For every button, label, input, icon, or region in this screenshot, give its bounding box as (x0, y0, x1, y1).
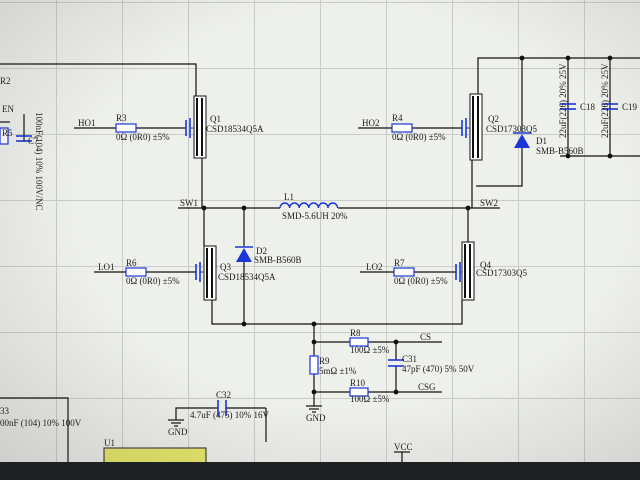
net-label-en: EN (2, 104, 14, 114)
resistor-r4[interactable] (391, 123, 413, 133)
q2-value: CSD17303Q5 (486, 124, 538, 134)
junctions (201, 55, 613, 395)
r3-ref: R3 (116, 113, 127, 123)
r2-ref-partial: R2 (0, 76, 11, 86)
net-label-lo2: LO2 (366, 262, 383, 272)
q2-ref: Q2 (488, 114, 499, 124)
resistor-r7[interactable] (393, 267, 415, 277)
c19-value: 22uF(226) 20% 25V (600, 63, 610, 138)
diode-d2[interactable] (235, 246, 253, 262)
net-label-sw1: SW1 (180, 198, 198, 208)
q4-ref: Q4 (480, 260, 491, 270)
net-label-gnd-main: GND (306, 413, 326, 423)
r4-value: 0Ω (0R0) ±5% (392, 132, 446, 142)
net-label-gnd-c32: GND (168, 427, 188, 437)
l1-value: SMD-5.6UH 20% (282, 211, 348, 221)
c19-ref: C19 (622, 102, 638, 112)
mosfet-q3[interactable] (195, 245, 217, 301)
c32-value: 4.7uF (475) 10% 16V (190, 410, 269, 420)
capacitors (16, 103, 618, 416)
r10-value: 100Ω ±5% (350, 394, 390, 404)
resistor-r8[interactable] (349, 337, 369, 347)
d1-ref: D1 (536, 136, 547, 146)
r10-ref: R10 (350, 378, 366, 388)
d1-value: SMB-B560B (536, 146, 584, 156)
u1-ref-partial: U1 (104, 438, 115, 448)
r8-ref: R8 (350, 328, 361, 338)
mosfet-q1[interactable] (185, 95, 207, 159)
r5-ref-partial: R5 (2, 128, 13, 138)
wires (0, 57, 640, 462)
r8-value: 100Ω ±5% (350, 345, 390, 355)
net-label-csg: CSG (418, 382, 436, 392)
net-label-ho1: HO1 (78, 118, 96, 128)
c32-ref: C32 (216, 390, 231, 400)
resistor-r9[interactable] (309, 355, 319, 375)
c7-ref-partial: C7 (28, 136, 39, 146)
c18-value: 22uF(226) 20% 25V (558, 63, 568, 138)
r6-ref: R6 (126, 258, 137, 268)
capacitor-c32[interactable] (217, 400, 227, 416)
resistor-r3[interactable] (115, 123, 137, 133)
c31-value: 47pF (470) 5% 50V (402, 364, 475, 374)
r7-ref: R7 (394, 258, 405, 268)
diode-d1[interactable] (513, 132, 531, 148)
d2-ref: D2 (256, 246, 267, 256)
resistor-r6[interactable] (125, 267, 147, 277)
inductor-l1[interactable] (279, 202, 339, 209)
r7-value: 0Ω (0R0) ±5% (394, 276, 448, 286)
net-labels: HO1 HO2 LO1 LO2 SW1 SW2 CS CSG GND GND V… (2, 104, 498, 452)
c33-ref-partial: 33 (0, 406, 10, 416)
d2-value: SMB-B560B (254, 255, 302, 265)
mosfet-q2[interactable] (461, 93, 483, 161)
q1-value: CSD18534Q5A (206, 124, 264, 134)
resistor-r5-partial[interactable] (0, 127, 9, 145)
c-left-value-partial: 100nF(104) 10% 100V/NC (34, 112, 44, 211)
net-label-sw2: SW2 (480, 198, 498, 208)
r6-value: 0Ω (0R0) ±5% (126, 276, 180, 286)
taskbar (0, 462, 640, 480)
r9-ref: R9 (319, 356, 330, 366)
capacitor-c7-partial[interactable] (16, 135, 32, 142)
q3-value: CSD18534Q5A (218, 272, 276, 282)
mosfet-q4[interactable] (455, 241, 475, 301)
net-label-ho2: HO2 (362, 118, 380, 128)
r3-value: 0Ω (0R0) ±5% (116, 132, 170, 142)
resistor-r10[interactable] (349, 387, 369, 397)
capacitor-c31[interactable] (388, 359, 404, 367)
q4-value: CSD17303Q5 (476, 268, 528, 278)
c31-ref: C31 (402, 354, 417, 364)
l1-ref: L1 (284, 192, 294, 202)
r9-value: 5mΩ ±1% (319, 366, 357, 376)
q3-ref: Q3 (220, 262, 231, 272)
schematic-viewport[interactable]: HO1 HO2 LO1 LO2 SW1 SW2 CS CSG GND GND V… (0, 0, 640, 462)
component-labels: Q1 CSD18534Q5A Q2 CSD17303Q5 Q3 CSD18534… (0, 63, 638, 448)
r4-ref: R4 (392, 113, 403, 123)
c33-value-partial: 00nF (104) 10% 100V (0, 418, 82, 428)
net-label-cs: CS (420, 332, 431, 342)
net-label-lo1: LO1 (98, 262, 115, 272)
resistors (0, 123, 415, 397)
net-label-vcc: VCC (394, 442, 413, 452)
c18-ref: C18 (580, 102, 596, 112)
capacitor-c18[interactable] (560, 103, 576, 110)
schematic-canvas[interactable]: HO1 HO2 LO1 LO2 SW1 SW2 CS CSG GND GND V… (0, 0, 640, 462)
capacitor-c19[interactable] (602, 103, 618, 110)
ground-symbol-main (306, 405, 322, 413)
q1-ref: Q1 (210, 114, 221, 124)
ground-symbol-c32 (168, 419, 184, 427)
